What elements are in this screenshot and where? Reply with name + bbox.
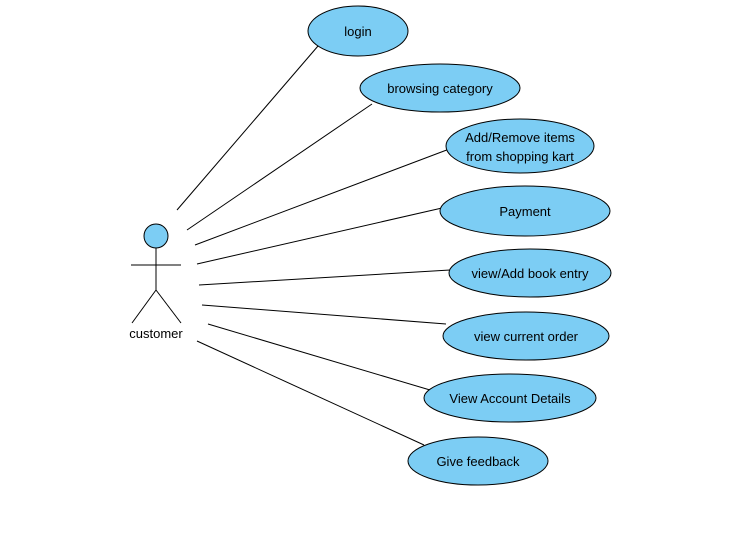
use-case-label: Give feedback <box>436 454 520 469</box>
association-login <box>176 45 319 211</box>
actor-right-leg <box>155 289 182 324</box>
use-case-label: view/Add book entry <box>471 266 589 281</box>
use-case-payment[interactable]: Payment <box>439 185 611 237</box>
use-case-ellipse <box>407 436 549 486</box>
actor-customer[interactable]: customer <box>129 223 183 341</box>
association-browsing-category <box>186 103 373 231</box>
use-case-label-line-2: from shopping kart <box>466 149 574 164</box>
use-case-label: view current order <box>474 329 579 344</box>
use-case-ellipse <box>439 185 611 237</box>
use-case-ellipse <box>442 311 610 361</box>
association-payment <box>196 207 443 265</box>
use-case-label: Payment <box>499 204 551 219</box>
use-case-label-line-1: Add/Remove items <box>465 130 575 145</box>
use-case-ellipse <box>445 118 595 174</box>
use-case-label: browsing category <box>387 81 493 96</box>
association-add-remove-items <box>194 147 453 246</box>
actor-head <box>143 223 169 249</box>
association-view-current-order <box>201 304 447 325</box>
association-give-feedback <box>196 340 425 446</box>
actor-label: customer <box>129 326 183 341</box>
use-case-ellipse <box>423 373 597 423</box>
use-case-label: login <box>344 24 371 39</box>
use-case-give-feedback[interactable]: Give feedback <box>407 436 549 486</box>
use-case-view-add-book-entry[interactable]: view/Add book entry <box>448 248 612 298</box>
use-case-view-account-details[interactable]: View Account Details <box>423 373 597 423</box>
use-case-browsing-category[interactable]: browsing category <box>359 63 521 113</box>
association-view-account-details <box>207 323 431 391</box>
use-case-ellipse <box>307 5 409 57</box>
use-case-ellipse <box>448 248 612 298</box>
use-case-login[interactable]: login <box>307 5 409 57</box>
use-case-ellipse <box>359 63 521 113</box>
actor-left-leg <box>131 289 157 324</box>
associations <box>176 45 453 446</box>
use-case-add-remove-items[interactable]: Add/Remove items from shopping kart <box>445 118 595 174</box>
association-view-add-book-entry <box>198 269 451 286</box>
use-case-view-current-order[interactable]: view current order <box>442 311 610 361</box>
use-case-label: View Account Details <box>449 391 571 406</box>
